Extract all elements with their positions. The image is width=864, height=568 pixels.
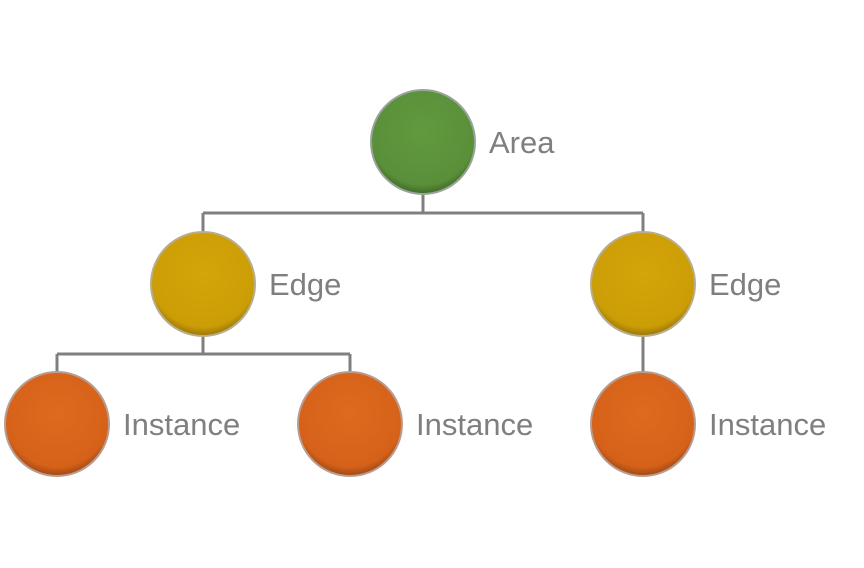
node-instance-3: Instance: [590, 371, 826, 477]
instance-circle-icon: [4, 371, 110, 477]
edge-circle-icon: [150, 231, 256, 337]
node-edge-left: Edge: [150, 231, 341, 337]
edge-label: Edge: [269, 267, 341, 302]
connector-area-edges: [201, 194, 645, 232]
edge-label: Edge: [709, 267, 781, 302]
node-instance-2: Instance: [297, 371, 533, 477]
instance-circle-icon: [590, 371, 696, 477]
instance-label: Instance: [123, 407, 240, 442]
node-area: Area: [370, 89, 555, 195]
instance-circle-icon: [297, 371, 403, 477]
connectors: [55, 194, 645, 372]
connector-edge1-instances: [55, 336, 352, 372]
area-label: Area: [489, 125, 555, 160]
instance-label: Instance: [416, 407, 533, 442]
node-instance-1: Instance: [4, 371, 240, 477]
area-circle-icon: [370, 89, 476, 195]
node-edge-right: Edge: [590, 231, 781, 337]
edge-circle-icon: [590, 231, 696, 337]
instance-label: Instance: [709, 407, 826, 442]
